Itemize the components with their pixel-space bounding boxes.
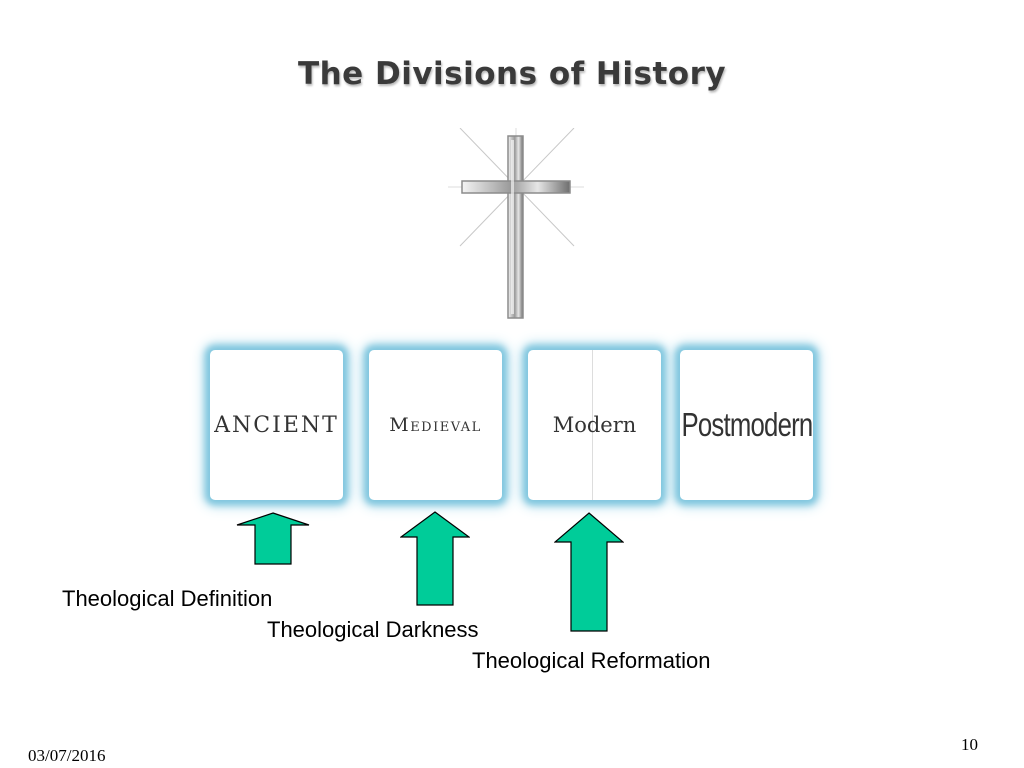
cross-icon xyxy=(448,128,584,319)
annotation-theological-reformation: Theological Reformation xyxy=(472,648,711,673)
era-box-modern: Modern xyxy=(528,350,661,500)
era-label: Modern xyxy=(552,413,637,437)
up-arrow-icon xyxy=(400,511,470,606)
era-box-medieval: Medieval xyxy=(369,350,502,500)
era-box-ancient: ANCIENT xyxy=(210,350,343,500)
annotation-theological-definition: Theological Definition xyxy=(62,586,273,611)
era-label: Postmodern xyxy=(681,406,813,443)
up-arrow-icon xyxy=(554,512,624,632)
era-label: ANCIENT xyxy=(214,412,339,438)
up-arrow-icon xyxy=(236,512,310,565)
slide-title: The Divisions of History xyxy=(297,56,727,92)
era-box-postmodern: Postmodern xyxy=(680,350,813,500)
annotation-theological-darkness: Theological Darkness xyxy=(267,617,479,642)
era-label: Medieval xyxy=(389,414,482,436)
page-fold-line xyxy=(592,350,593,500)
page-number: 10 xyxy=(961,735,978,754)
footer-date: 03/07/2016 xyxy=(28,746,106,765)
